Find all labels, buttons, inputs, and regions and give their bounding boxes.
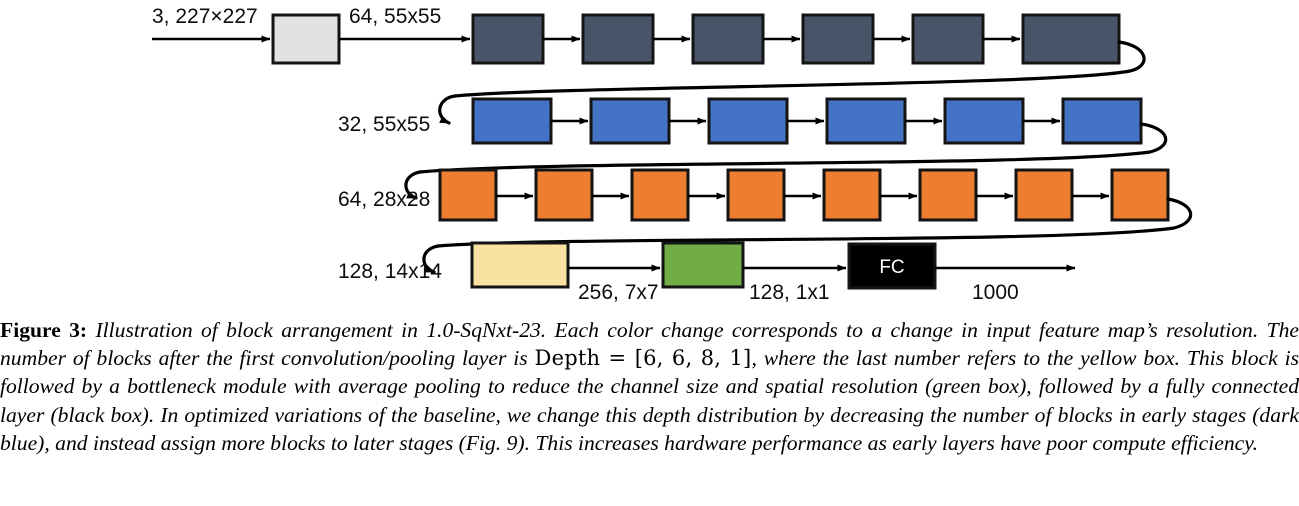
label-input: 3, 227×227 (152, 5, 258, 28)
block-darkblue-1 (471, 13, 545, 65)
caption-figure-number: Figure 3: (0, 318, 88, 342)
label-row4: 128, 14x14 (338, 260, 442, 283)
diagram-canvas: 3, 227×227 64, 55x55 32, 55x55 (152, 5, 1193, 304)
block-darkblue-5 (911, 13, 985, 65)
block-darkblue-4 (801, 13, 875, 65)
wrap-connector-row1-row2 (453, 40, 1146, 98)
network-diagram: 3, 227×227 64, 55x55 32, 55x55 (152, 5, 1193, 304)
block-orange-4 (726, 168, 786, 222)
block-green-bottleneck (661, 241, 745, 289)
fc-label: FC (879, 257, 904, 278)
block-yellow-final-stage (470, 241, 570, 289)
block-orange-1 (438, 168, 498, 222)
block-orange-7 (1014, 168, 1074, 222)
label-row2: 32, 55x55 (338, 113, 430, 136)
block-fc (847, 242, 937, 290)
wrap-arrow-row4 (422, 244, 440, 274)
label-after-yellow: 256, 7x7 (578, 281, 659, 304)
caption-math-depth: Depth = [6, 6, 8, 1] (534, 346, 752, 371)
block-orange-8 (1110, 168, 1170, 222)
block-blue-3 (707, 97, 789, 145)
block-darkblue-2 (581, 13, 655, 65)
block-blue-6 (1061, 97, 1143, 145)
caption-text-part2: , where the last number refers to the ye… (0, 346, 1299, 455)
wrap-arrow-row2 (438, 94, 457, 125)
block-orange-5 (822, 168, 882, 222)
block-blue-1 (471, 97, 553, 145)
block-blue-5 (943, 97, 1025, 145)
block-orange-2 (534, 168, 594, 222)
label-output: 1000 (972, 281, 1019, 304)
label-row3: 64, 28x28 (338, 188, 430, 211)
wrap-connector-row2-row3 (418, 122, 1168, 174)
figure-caption: Figure 3: Illustration of block arrangem… (0, 316, 1299, 457)
block-orange-3 (630, 168, 690, 222)
block-blue-2 (589, 97, 671, 145)
label-after-green: 128, 1x1 (749, 281, 830, 304)
wrap-arrow-row3 (404, 170, 422, 200)
block-input-conv (271, 13, 341, 65)
block-darkblue-6 (1021, 13, 1121, 65)
caption-text-part1: Illustration of block arrangement in 1.0… (0, 318, 1299, 371)
label-after-conv: 64, 55x55 (349, 5, 441, 28)
block-orange-6 (918, 168, 978, 222)
block-darkblue-3 (691, 13, 765, 65)
block-blue-4 (825, 97, 907, 145)
